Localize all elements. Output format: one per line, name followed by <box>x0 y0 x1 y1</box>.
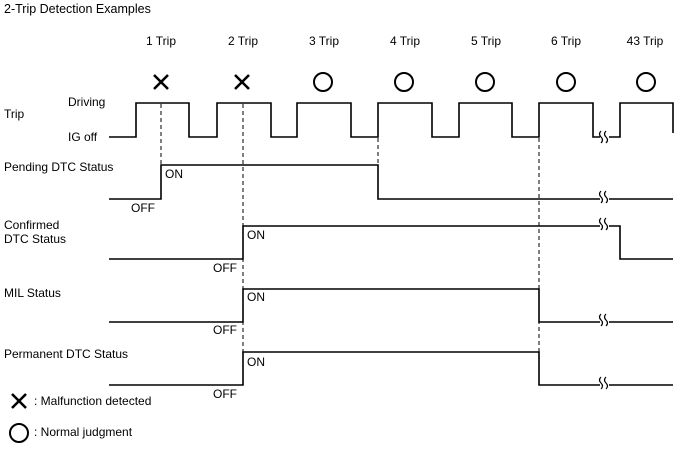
pending-on-label: ON <box>165 167 183 181</box>
legend-normal-circle-icon <box>9 423 29 443</box>
mil-waveform <box>109 288 600 323</box>
confirmed-dtc-waveform-after-break <box>609 225 673 260</box>
permanent-dtc-waveform <box>109 351 600 386</box>
confirmed-dtc-label-line2: DTC Status <box>4 232 66 246</box>
confirmed-dtc-waveform <box>109 225 600 260</box>
time-break-icon <box>598 313 609 327</box>
diagram-title: 2-Trip Detection Examples <box>4 2 151 16</box>
pending-dtc-waveform <box>109 164 600 200</box>
time-break-icon <box>598 376 609 390</box>
trip-label-3: 3 Trip <box>309 34 339 48</box>
normal-circle-icon <box>394 72 414 92</box>
legend-malfunction-label: : Malfunction detected <box>34 394 151 408</box>
malfunction-x-icon <box>234 74 250 90</box>
time-break-icon <box>598 130 609 144</box>
time-break-icon <box>598 217 609 231</box>
mil-status-label: MIL Status <box>4 286 61 300</box>
trip-label-4: 4 Trip <box>390 34 420 48</box>
normal-circle-icon <box>475 72 495 92</box>
event-guide-lines <box>160 104 540 385</box>
trip-label-6: 6 Trip <box>551 34 581 48</box>
trip-labels: 1 Trip 2 Trip 3 Trip 4 Trip 5 Trip 6 Tri… <box>146 34 664 48</box>
mil-off-label: OFF <box>213 323 237 337</box>
trip-label-2: 2 Trip <box>228 34 258 48</box>
legend-malfunction-x-icon <box>11 393 27 409</box>
confirmed-off-label: OFF <box>213 261 237 275</box>
normal-circle-icon <box>636 72 656 92</box>
time-break-icons <box>598 130 609 390</box>
legend: : Malfunction detected : Normal judgment <box>9 393 151 443</box>
normal-circle-icon <box>313 72 333 92</box>
confirmed-on-label: ON <box>247 228 265 242</box>
trip-label-5: 5 Trip <box>471 34 501 48</box>
malfunction-x-icon <box>153 74 169 90</box>
permanent-off-label: OFF <box>213 387 237 401</box>
trip-row-label: Trip <box>4 107 25 121</box>
mil-on-label: ON <box>247 290 265 304</box>
legend-normal-label: : Normal judgment <box>34 425 133 439</box>
trip-waveform-after-break <box>609 102 674 138</box>
pending-off-label: OFF <box>131 201 155 215</box>
trip-label-1: 1 Trip <box>146 34 176 48</box>
trip-result-markers <box>153 72 656 92</box>
driving-label: Driving <box>68 95 105 109</box>
trip-label-43: 43 Trip <box>627 34 664 48</box>
permanent-dtc-label: Permanent DTC Status <box>4 347 128 361</box>
pending-dtc-label: Pending DTC Status <box>4 160 113 174</box>
trip-waveform <box>109 102 600 138</box>
confirmed-dtc-label-line1: Confirmed <box>4 218 59 232</box>
normal-circle-icon <box>556 72 576 92</box>
permanent-on-label: ON <box>247 355 265 369</box>
time-break-icon <box>598 190 609 204</box>
ig-off-label: IG off <box>68 130 98 144</box>
